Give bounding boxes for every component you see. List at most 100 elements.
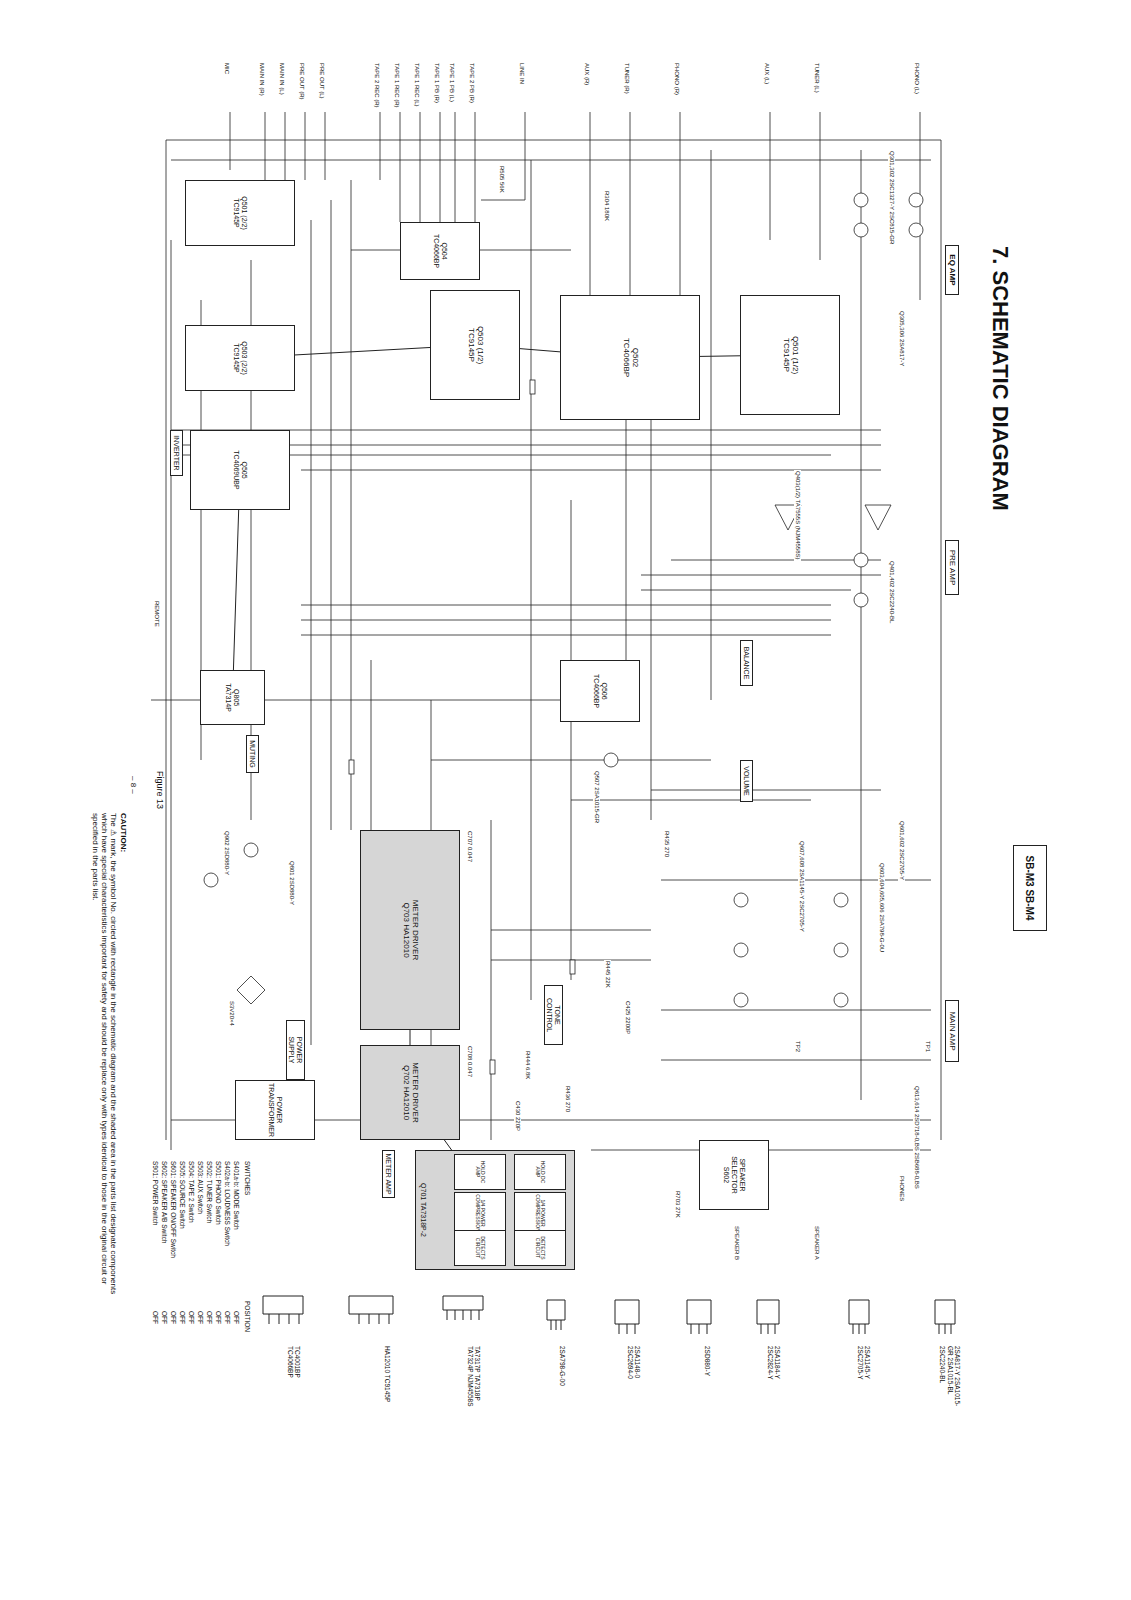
block-label: TC4066BP — [432, 234, 440, 268]
note-text: – 8 – — [129, 775, 138, 795]
diagram-title: 7. SCHEMATIC DIAGRAM — [988, 245, 1013, 512]
switch-table-cell: S901: POWER Switch — [152, 1160, 159, 1226]
wire-group — [151, 112, 941, 1150]
block-box: MUTING — [246, 735, 259, 773]
figure-caption: Figure 13 — [155, 770, 165, 810]
switch-table-cell: S402a·b: LOUDNESS Switch — [224, 1160, 231, 1247]
block-label: Q504 — [440, 242, 448, 259]
block-box: Q506TC4066BP — [560, 660, 640, 722]
part-label: R435 270 — [663, 830, 670, 858]
jack-label: AUX (L) — [763, 62, 770, 85]
part-label: S3V20×4 — [228, 1000, 235, 1027]
block-box: METER AMP — [382, 1150, 395, 1198]
switch-table-cell: OFF — [161, 1310, 168, 1325]
block-box: POWER SUPPLY — [286, 1020, 305, 1080]
package-label: 2SA1184-Y 2SC2824-Y — [766, 1345, 781, 1409]
jack-label: MIC — [223, 62, 230, 75]
resistor-symbol — [349, 760, 354, 774]
block-label: METER DRIVER — [410, 1062, 419, 1122]
part-label: SPEAKER A — [813, 1225, 820, 1261]
signal-connector — [233, 510, 238, 670]
block-label: VOLUME — [743, 766, 751, 796]
block-box: HOLD DC AMP — [514, 1154, 566, 1190]
switch-table-cell: S504: TAPE 2 Switch — [188, 1160, 195, 1224]
block-label: POWER SUPPLY — [288, 1023, 303, 1077]
switch-table-cell: POSITION — [244, 1300, 251, 1333]
part-label: PHONES — [898, 1175, 905, 1202]
block-box: HOLD DC AMP — [454, 1154, 506, 1190]
block-label: METER AMP — [385, 1153, 393, 1194]
part-label: Q601,602 2SC2705-Y — [898, 820, 905, 881]
note-text: CAUTION: — [119, 812, 128, 853]
block-box: Q505TC4069UBP — [190, 430, 290, 510]
transistor-symbol — [854, 223, 868, 237]
jack-label: TAPE 1 REC (R) — [393, 62, 400, 109]
signal-wires — [151, 160, 931, 1150]
part-label: Q613,614 2SD718-0,BS 2SB688-0,BS — [913, 1085, 920, 1190]
block-label: DETECTS CIRCUIT — [535, 1233, 546, 1263]
opamp-symbol — [865, 505, 891, 530]
block-box: SB-M3 SB-M4 — [1013, 845, 1047, 931]
package-outline — [849, 1300, 869, 1334]
transistor-symbol — [854, 193, 868, 207]
block-box: Q503 (1/2)TC9145P — [430, 290, 520, 400]
package-label: TC4001BP TC4066BP — [286, 1345, 301, 1409]
block-label: TONE CONTROL — [546, 988, 561, 1042]
block-box: MAIN AMP — [945, 1000, 959, 1062]
block-box: INVERTER — [170, 430, 183, 476]
block-label: MUTING — [249, 740, 257, 768]
block-box: METER DRIVERQ702 HA12010 — [360, 1045, 460, 1140]
package-label: 2SA817-Y 2SA1015-GR 2SA1015-BL 2SC2240-B… — [939, 1345, 961, 1409]
part-label: R444 6.8K — [524, 1050, 531, 1080]
signal-connector — [410, 1030, 411, 1045]
transistor-symbol — [834, 993, 848, 1007]
block-box: SPEAKER SELECTORS602 — [699, 1140, 769, 1210]
part-label: C707 0.047 — [466, 830, 473, 863]
package-outline — [263, 1296, 303, 1324]
switch-table-cell: S602: SPEAKER A/B Switch — [161, 1160, 168, 1244]
block-box: DETECTS CIRCUIT — [454, 1230, 506, 1266]
block-label: MAIN AMP — [948, 1011, 957, 1050]
block-box: VOLUME — [740, 760, 753, 802]
part-label: TP2 — [794, 1040, 801, 1053]
block-label: DETECTS CIRCUIT — [475, 1233, 486, 1263]
block-label: TA7314P — [225, 683, 233, 712]
package-outline — [757, 1300, 779, 1334]
package-outline — [615, 1300, 639, 1334]
signal-connector — [444, 1140, 451, 1150]
signal-connector — [295, 347, 430, 354]
package-label: 2SD880-Y — [704, 1345, 711, 1409]
package-outline — [349, 1296, 393, 1324]
switch-table-cell: OFF — [233, 1310, 240, 1325]
jack-label: PRE OUT (L) — [318, 62, 325, 100]
switch-table-cell: OFF — [152, 1310, 159, 1325]
package-label: 2SA1148-0 2SC2694-0 — [626, 1345, 641, 1409]
transistor-symbol — [604, 753, 618, 767]
block-label: Q501 (1/2) — [790, 336, 799, 374]
block-label: Q805 — [233, 689, 241, 706]
package-outlines — [263, 1296, 955, 1334]
block-label: POWER TRANSFORMER — [267, 1083, 282, 1137]
part-label: C430 220P — [514, 1100, 521, 1132]
transistor-symbol — [909, 193, 923, 207]
block-label: TC9145P — [781, 338, 790, 372]
package-outline — [687, 1300, 711, 1334]
switch-table-cell: SWITCHES — [244, 1160, 251, 1196]
transistor-symbol — [734, 993, 748, 1007]
block-label: BALANCE — [743, 647, 751, 680]
transistor-symbol — [734, 943, 748, 957]
resistor-symbol — [530, 380, 535, 394]
signal-connector — [700, 355, 740, 357]
part-label: C708 0.047 — [466, 1045, 473, 1078]
jack-label: PHONO (L) — [913, 62, 920, 95]
transistor-symbol — [909, 223, 923, 237]
block-box: Q805TA7314P — [200, 670, 265, 725]
bus-wires — [171, 150, 861, 1150]
jack-label: TAPE 2 REC (R) — [373, 62, 380, 109]
transistor-symbol — [734, 893, 748, 907]
part-label: Q507 2SA1015-GR — [593, 770, 600, 824]
block-label: TC4066BP — [592, 674, 600, 708]
block-label: Q501 (2/2) — [240, 196, 248, 229]
block-box: Q503 (2/2)TC9145P — [185, 325, 295, 391]
